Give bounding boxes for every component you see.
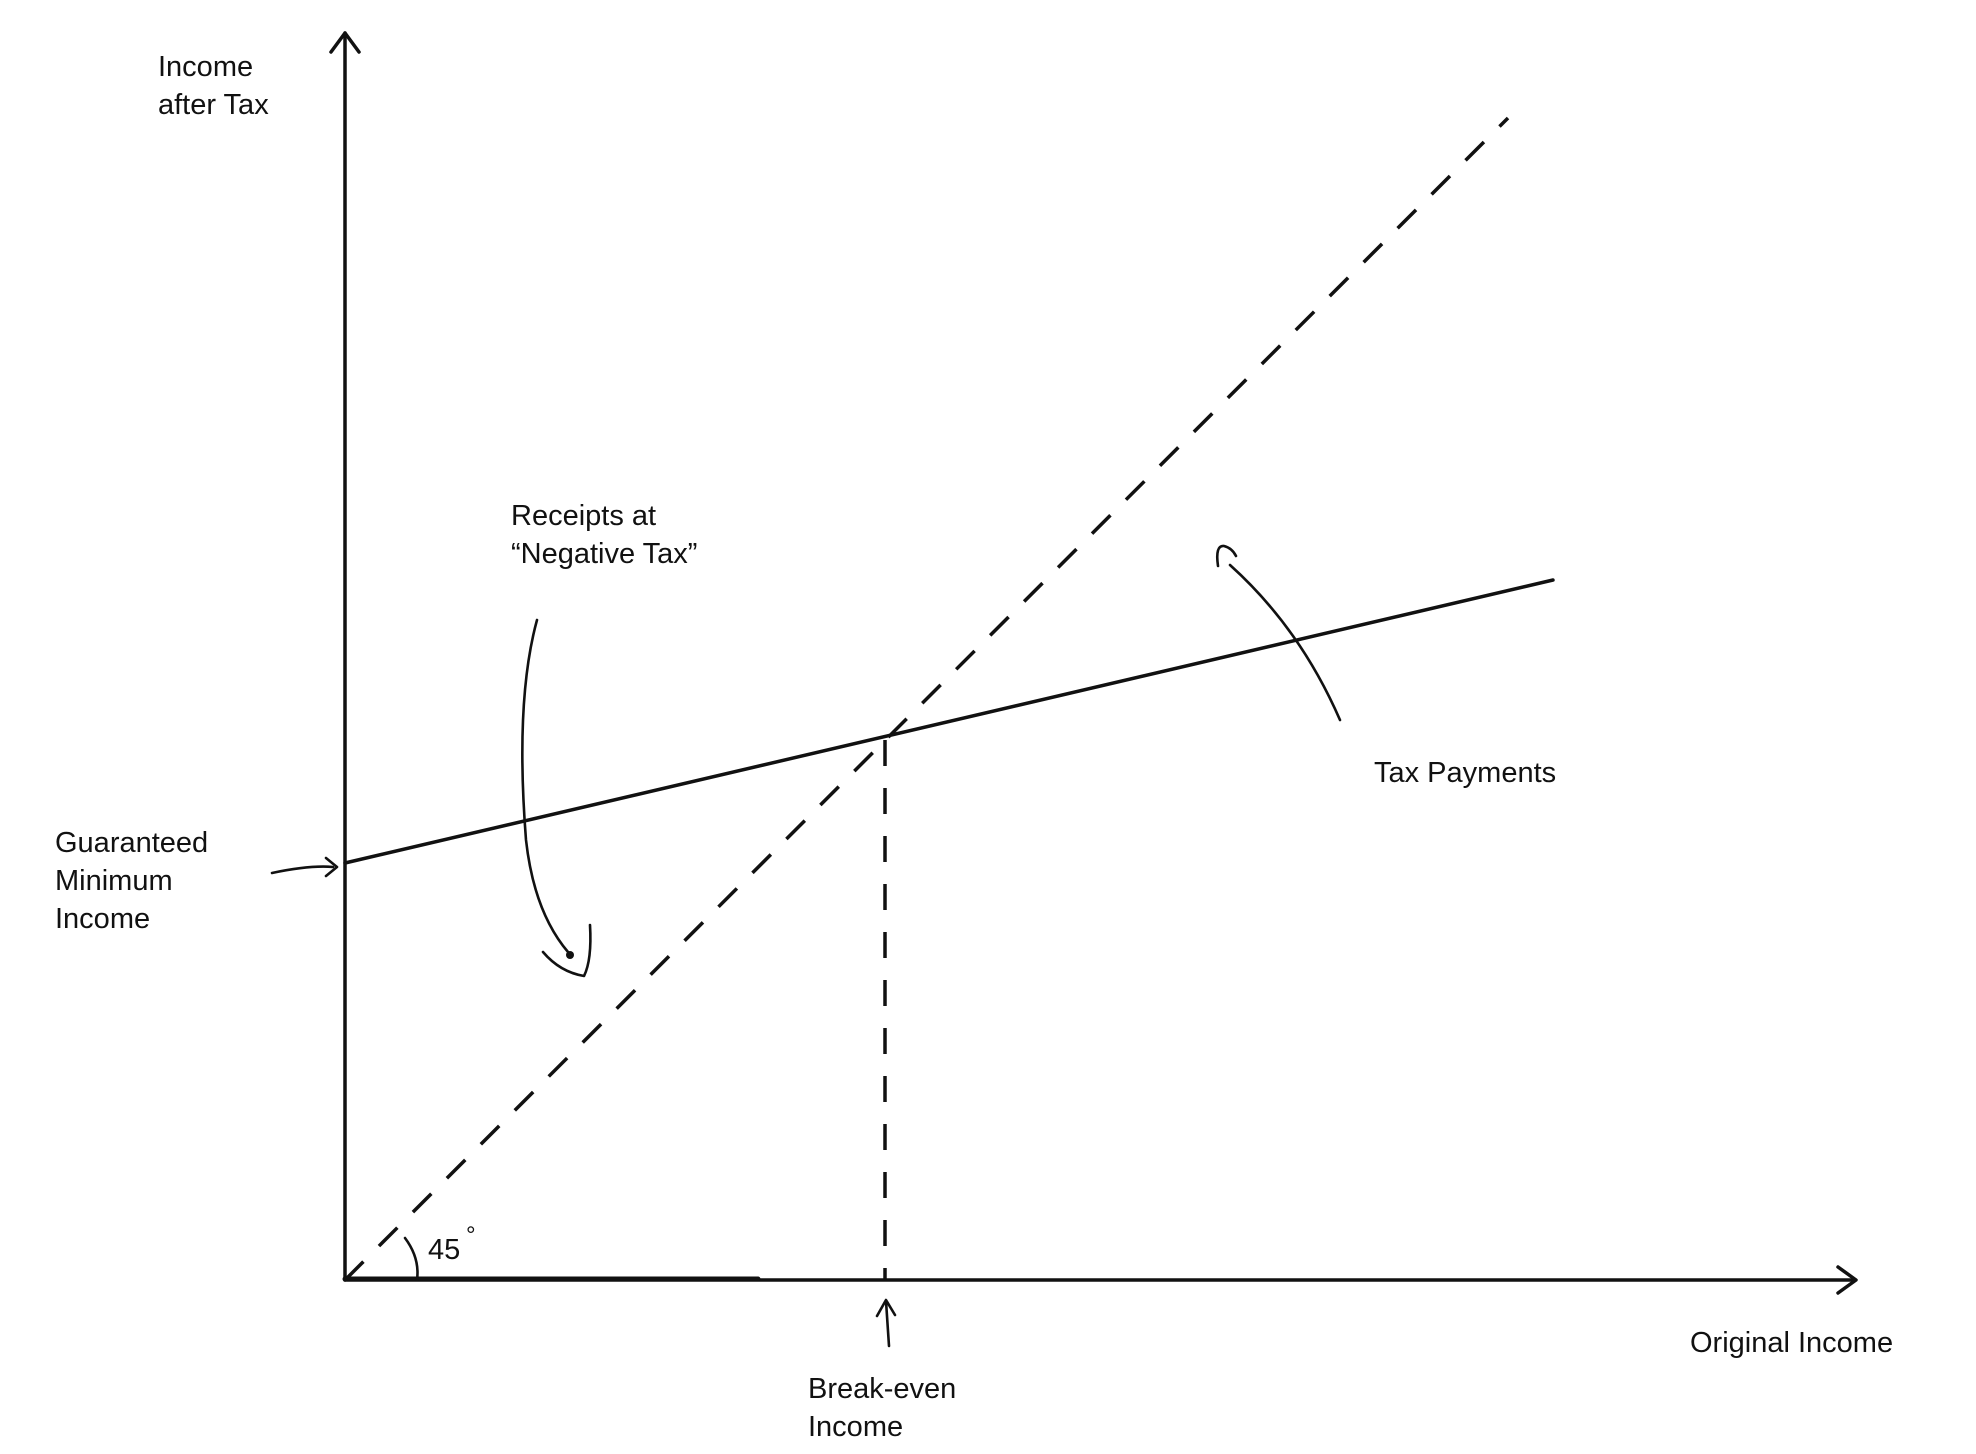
break-even-arrow-icon <box>884 1299 891 1348</box>
degree-symbol: ° <box>466 1222 476 1249</box>
y-axis-arrowhead-icon <box>329 31 361 54</box>
break-even-arrowhead-icon <box>875 1298 897 1318</box>
guaranteed-minimum-arrow-icon <box>270 865 335 875</box>
tax-payments-arrow-icon <box>1228 563 1342 722</box>
negative-tax-arrowhead-icon <box>541 923 592 978</box>
axes <box>329 31 1858 1295</box>
forty-five-degree-line <box>343 116 1510 1282</box>
after-tax-income-line <box>343 578 1555 865</box>
negative-tax-arrow-icon <box>521 618 570 954</box>
pointer-arrows <box>270 544 1342 1348</box>
x-axis-label: Original Income <box>1690 1327 1893 1359</box>
tax-payments-arrowhead-icon <box>1215 544 1238 568</box>
angle-arc <box>403 1236 419 1282</box>
labels: Income after Tax Receipts at “Negative T… <box>55 51 1893 1443</box>
break-even-income-label: Break-even Income <box>808 1373 964 1443</box>
tax-payments-label: Tax Payments <box>1374 757 1556 789</box>
x-axis-arrowhead-icon <box>1836 1265 1858 1295</box>
angle-label: 45 <box>428 1234 460 1266</box>
y-axis-label: Income after Tax <box>158 51 269 121</box>
negative-tax-arrow-dot <box>566 951 574 959</box>
negative-tax-label: Receipts at “Negative Tax” <box>511 500 697 570</box>
guaranteed-minimum-income-label: Guaranteed Minimum Income <box>55 827 216 935</box>
guaranteed-minimum-arrowhead-icon <box>324 856 339 878</box>
